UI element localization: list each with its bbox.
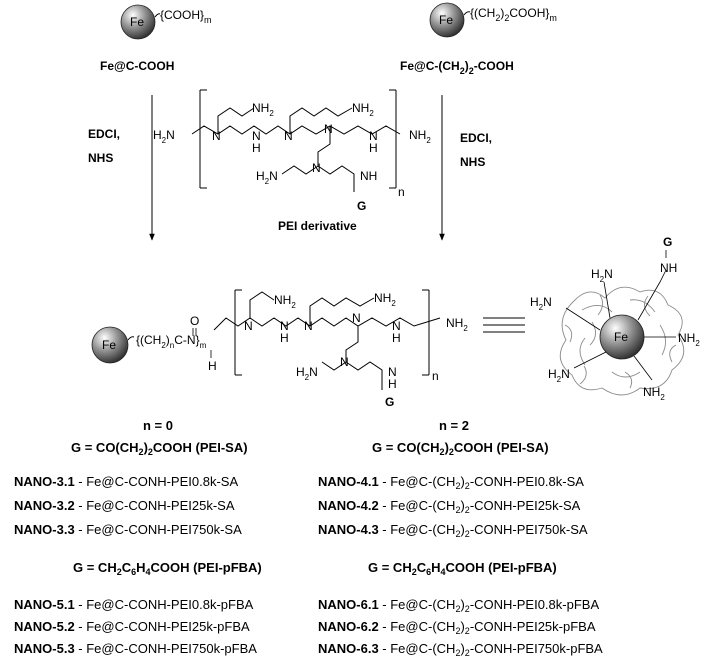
svg-text:N: N <box>312 161 321 175</box>
equivalence-symbol <box>483 317 525 333</box>
g-pfba-right: G = CH2C6H4COOH (PEI-pFBA) <box>368 560 557 577</box>
svg-text:NHS: NHS <box>460 155 485 169</box>
svg-text:H: H <box>369 141 378 155</box>
svg-text:NHS: NHS <box>88 151 113 165</box>
svg-text:NH2: NH2 <box>274 293 296 310</box>
svg-text:NH2: NH2 <box>374 291 396 308</box>
list-item: NANO-5.1 - Fe@C-CONH-PEI0.8k-pFBA <box>14 597 254 612</box>
svg-text:NH: NH <box>660 261 677 275</box>
reagent-left: EDCI, <box>88 127 120 141</box>
svg-text:H: H <box>388 377 397 391</box>
svg-text:NH2: NH2 <box>409 128 431 145</box>
svg-text:NH2: NH2 <box>678 331 700 348</box>
svg-text:H2N: H2N <box>591 267 613 284</box>
svg-text:NH: NH <box>360 169 377 183</box>
svg-text:N: N <box>352 311 361 325</box>
svg-text:N: N <box>212 129 221 143</box>
list-item: NANO-3.1 - Fe@C-CONH-PEI0.8k-SA <box>14 474 239 489</box>
svg-text:NH2: NH2 <box>352 101 374 118</box>
svg-text:Fe: Fe <box>102 338 116 352</box>
svg-text:N: N <box>252 129 261 143</box>
svg-text:H: H <box>280 331 289 345</box>
svg-text:O: O <box>190 314 199 328</box>
bond <box>154 13 161 18</box>
svg-text:H2N: H2N <box>530 295 552 312</box>
svg-text:N: N <box>388 365 397 379</box>
list-item: NANO-4.1 - Fe@C-(CH2)2-CONH-PEI0.8k-SA <box>318 474 584 491</box>
svg-text:H2N: H2N <box>153 128 175 145</box>
svg-text:G: G <box>663 235 672 249</box>
svg-text:N: N <box>304 319 313 333</box>
pei-structure-product <box>213 289 441 390</box>
svg-text:N: N <box>324 122 333 136</box>
pei-atoms-top: H2N N N H N N N H NH2 NH2 NH2 N H2N NH G… <box>153 101 431 213</box>
list-item: NANO-6.1 - Fe@C-(CH2)2-CONH-PEI0.8k-pFBA <box>318 597 600 614</box>
fe-sphere-product: Fe <box>91 326 129 364</box>
g-pfba-left: G = CH2C6H4COOH (PEI-pFBA) <box>73 560 262 577</box>
reagent-right: EDCI, <box>460 131 492 145</box>
svg-text:N: N <box>340 355 349 369</box>
svg-text:H2N: H2N <box>296 365 318 382</box>
g-sa-left: G = CO(CH2)2COOH (PEI-SA) <box>71 440 248 457</box>
svg-text:N: N <box>280 319 289 333</box>
left-reactant-name: Fe@C-COOH <box>100 59 174 73</box>
svg-text:N: N <box>284 129 293 143</box>
list-item: NANO-3.3 - Fe@C-CONH-PEI750k-SA <box>14 522 242 537</box>
ch2-cooh-group: {(CH2)2COOH}m <box>470 6 557 23</box>
svg-text:n: n <box>398 185 405 199</box>
fe-sphere-top-left: Fe <box>120 4 156 40</box>
pei-atoms-product: N N H N N N H NH2 NH2 NH2 N H2N N H G n <box>244 291 468 409</box>
svg-text:NH2: NH2 <box>252 101 274 118</box>
svg-text:Fe: Fe <box>439 13 453 27</box>
list-item: NANO-4.3 - Fe@C-(CH2)2-CONH-PEI750k-SA <box>318 522 588 539</box>
list-item: NANO-5.2 - Fe@C-CONH-PEI25k-pFBA <box>14 619 250 634</box>
condition-n2: n = 2 <box>439 418 469 433</box>
condition-n0: n = 0 <box>143 418 173 433</box>
svg-text:NH2: NH2 <box>446 316 468 333</box>
svg-text:H: H <box>252 141 261 155</box>
fe-sphere-top-right: Fe <box>429 2 465 38</box>
list-item: NANO-5.3 - Fe@C-CONH-PEI750k-pFBA <box>14 641 257 656</box>
pei-structure-top <box>191 89 401 192</box>
list-item: NANO-6.2 - Fe@C-(CH2)2-CONH-PEI25k-pFBA <box>318 619 596 636</box>
svg-text:Fe: Fe <box>614 330 628 344</box>
sphere-label: Fe <box>130 15 144 29</box>
svg-text:N: N <box>392 319 401 333</box>
svg-text:N: N <box>369 129 378 143</box>
svg-text:H: H <box>392 331 401 345</box>
bond <box>463 11 471 16</box>
right-reactant-name: Fe@C-(CH2)2-COOH <box>400 59 514 76</box>
linker-group: {(CH2)nC-N}m <box>136 333 207 350</box>
svg-text:n: n <box>432 369 439 383</box>
svg-text:N: N <box>244 319 253 333</box>
svg-text:G: G <box>385 395 394 409</box>
svg-text:NH2: NH2 <box>643 385 665 402</box>
svg-text:H2N: H2N <box>548 367 570 384</box>
list-item: NANO-6.3 - Fe@C-(CH2)2-CONH-PEI750k-pFBA <box>318 641 603 658</box>
svg-text:H: H <box>208 359 217 373</box>
g-sa-right: G = CO(CH2)2COOH (PEI-SA) <box>372 440 549 457</box>
cooh-group: {COOH}m <box>160 8 212 25</box>
list-item: NANO-4.2 - Fe@C-(CH2)2-CONH-PEI25k-SA <box>318 498 581 515</box>
svg-text:G: G <box>357 199 366 213</box>
list-item: NANO-3.2 - Fe@C-CONH-PEI25k-SA <box>14 498 235 513</box>
coated-nanoparticle-cartoon: Fe H2N G NH H2N NH2 H2N NH2 <box>530 235 700 402</box>
svg-text:H2N: H2N <box>256 169 278 186</box>
pei-derivative-label: PEI derivative <box>278 219 357 233</box>
